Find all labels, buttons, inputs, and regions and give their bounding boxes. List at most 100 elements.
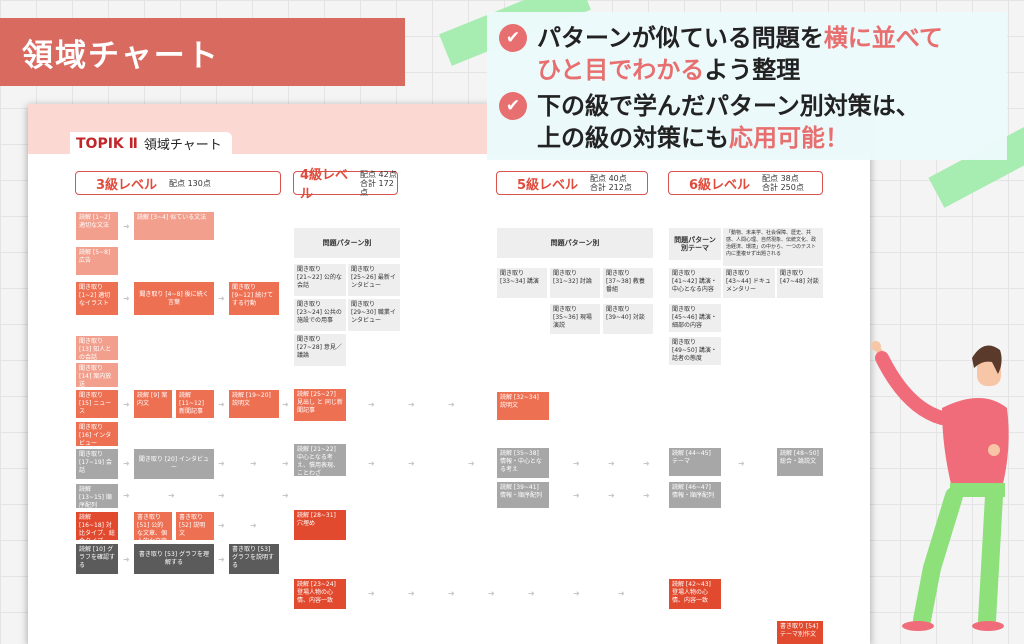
chart-box: 聞き取り [25~26] 最新インタビュー — [348, 264, 400, 296]
chart-box: 読解 [1~2] 適切な文法 — [76, 212, 118, 240]
chart-box: 読解 [48~50] 総合・論説文 — [777, 448, 823, 476]
chart-box: 聞き取り [13] 知人との会話 — [76, 336, 118, 361]
arrow-icon: ➜ — [282, 400, 289, 409]
chart-box: 聞き取り [27~28] 意見／議論 — [294, 334, 346, 366]
arrow-icon: ➜ — [218, 294, 225, 303]
chart-box: 聞き取り [9~12] 続けてする行動 — [229, 282, 279, 315]
chart-box: 聞き取り [43~44] ドキュメンタリー — [723, 268, 775, 298]
chart-box: 読解 [42~43] 登場人物の心情、内容一致 — [669, 579, 721, 609]
pointing-person-illustration — [871, 341, 1009, 631]
chart-box: 聞き取り [23~24] 公共の施設での用事 — [294, 299, 346, 331]
doc-title-text: 領域チャート — [143, 138, 222, 153]
chart-box: 聞き取り [39~40] 対談 — [603, 304, 653, 334]
chart-box: 聞き取り [49~50] 講演・話者の態度 — [669, 337, 721, 365]
level-points: 配点 38点合計 250点 — [762, 174, 804, 192]
chart-box: 聞き取り [35~36] 現場演説 — [550, 304, 600, 334]
level-points: 配点 42点合計 172点 — [360, 169, 397, 197]
chart-box: 聞き取り [29~30] 職業インタビュー — [348, 299, 400, 331]
arrow-icon: ➜ — [218, 459, 225, 468]
chart-box: 読解 [46~47] 情報・順序配列 — [669, 482, 721, 508]
arrow-icon: ➜ — [448, 400, 455, 409]
pattern-header: 問題パターン別 — [294, 228, 400, 258]
arrow-icon: ➜ — [368, 400, 375, 409]
arrow-icon: ➜ — [168, 491, 175, 500]
arrow-icon: ➜ — [643, 491, 650, 500]
chart-box: 聞き取り [21~22] 公的な会話 — [294, 264, 346, 296]
arrow-icon: ➜ — [250, 459, 257, 468]
arrow-icon: ➜ — [250, 521, 257, 530]
chart-box: 聞き取り [45~46] 講演・細部の内容 — [669, 304, 721, 332]
arrow-icon: ➜ — [282, 491, 289, 500]
chart-box: 聞き取り [4~8] 後に続く言葉 — [134, 282, 214, 315]
arrow-icon: ➜ — [573, 589, 580, 598]
arrow-icon: ➜ — [123, 294, 130, 303]
level-name: 4級レベル — [300, 168, 349, 202]
chart-box: 聞き取り [14] 案内放送 — [76, 363, 118, 388]
callout-line: 上の級の対策にも応用可能！ — [537, 124, 849, 152]
level-6-header: 6級レベル配点 38点合計 250点 — [668, 171, 823, 195]
check-icon: ✔ — [499, 24, 527, 52]
arrow-icon: ➜ — [573, 459, 580, 468]
chart-box: 書き取り [53] グラフを理解する — [134, 544, 214, 574]
arrow-icon: ➜ — [123, 459, 130, 468]
chart-box: 読解 [35~38] 情報・中心となる考え — [497, 448, 549, 478]
arrow-icon: ➜ — [218, 555, 225, 564]
chart-box: 聞き取り [15] ニュース — [76, 390, 118, 418]
arrow-icon: ➜ — [123, 222, 130, 231]
pattern-header: 問題パターン別 — [497, 228, 653, 258]
arrow-icon: ➜ — [368, 459, 375, 468]
arrow-icon: ➜ — [468, 459, 475, 468]
chart-box: 書き取り [51] 公的な文章、個人的な文章 — [134, 512, 172, 545]
theme-note: 「動物、未来学、社会保障、歴史、共感、人間心理、自然現象、伝統文化、政治経済、環… — [723, 228, 823, 266]
topik-logo: TOPIK Ⅱ — [76, 135, 138, 152]
chart-box: 読解 [28~31] 穴埋め — [294, 510, 346, 540]
chart-box: 聞き取り [31~32] 討論 — [550, 268, 600, 298]
level-5-header: 5級レベル配点 40点合計 212点 — [496, 171, 648, 195]
arrow-icon: ➜ — [408, 400, 415, 409]
arrow-icon: ➜ — [608, 459, 615, 468]
arrow-icon: ➜ — [643, 459, 650, 468]
check-icon: ✔ — [499, 92, 527, 120]
chart-box: 聞き取り [47~48] 対談 — [777, 268, 823, 298]
chart-sheet: TOPIK Ⅱ 領域チャート 3級レベル 配点 130点 4級レベル配点 42点合計… — [28, 104, 870, 644]
banner-title: 領域チャート — [22, 37, 220, 74]
chart-box: 読解 [21~22] 中心となる考え、慣用表現、ことわざ — [294, 444, 346, 477]
chart-box: 書き取り [52] 説明文 — [176, 512, 214, 540]
chart-box: 読解 [10] グラフを確認する — [76, 544, 118, 574]
arrow-icon: ➜ — [218, 521, 225, 530]
chart-box: 読解 [16~18] 対比タイプ、総合タイプ — [76, 512, 118, 545]
chart-box: 読解 [11~12] 新聞記事 — [176, 390, 214, 418]
arrow-icon: ➜ — [448, 589, 455, 598]
callout-line: ✔下の級で学んだパターン別対策は、 — [499, 90, 1007, 122]
arrow-icon: ➜ — [218, 491, 225, 500]
arrow-icon: ➜ — [282, 459, 289, 468]
chart-box: 読解 [19~20] 説明文 — [229, 390, 279, 418]
arrow-icon: ➜ — [123, 555, 130, 564]
level-points: 配点 40点合計 212点 — [590, 174, 632, 192]
chart-box: 読解 [3~4] 似ている文法 — [134, 212, 214, 240]
level-3-header: 3級レベル 配点 130点 — [75, 171, 281, 195]
arrow-icon: ➜ — [573, 491, 580, 500]
level-name: 3級レベル — [96, 177, 158, 193]
level-name: 6級レベル — [689, 177, 751, 193]
arrow-icon: ➜ — [408, 459, 415, 468]
feature-callout: ✔パターンが似ている問題を横に並べて ひと目でわかるよう整理 ✔下の級で学んだパ… — [487, 12, 1007, 160]
chart-box: 書き取り [53] グラフを説明する — [229, 544, 279, 574]
level-points: 配点 130点 — [169, 178, 211, 188]
chart-box: 聞き取り [20] インタビュー — [134, 449, 214, 479]
page-banner: 領域チャート — [0, 18, 405, 86]
chart-box: 聞き取り [1~2] 適切なイラスト — [76, 282, 118, 315]
chart-box: 聞き取り [17~19] 会話 — [76, 449, 118, 479]
arrow-icon: ➜ — [218, 400, 225, 409]
callout-line: ひと目でわかるよう整理 — [537, 56, 801, 84]
chart-box: 読解 [25~27] 見出し と 同じ新聞記事 — [294, 389, 346, 421]
chart-box: 聞き取り [33~34] 講演 — [497, 268, 547, 298]
chart-box: 読解 [32~34] 説明文 — [497, 392, 549, 420]
arrow-icon: ➜ — [123, 400, 130, 409]
arrow-icon: ➜ — [528, 589, 535, 598]
arrow-icon: ➜ — [738, 459, 745, 468]
chart-box: 読解 [44~45] テーマ — [669, 448, 721, 476]
level-name: 5級レベル — [517, 177, 579, 193]
chart-box: 読解 [5~8] 広告 — [76, 247, 118, 275]
chart-box: 聞き取り [16] インタビュー — [76, 422, 118, 447]
